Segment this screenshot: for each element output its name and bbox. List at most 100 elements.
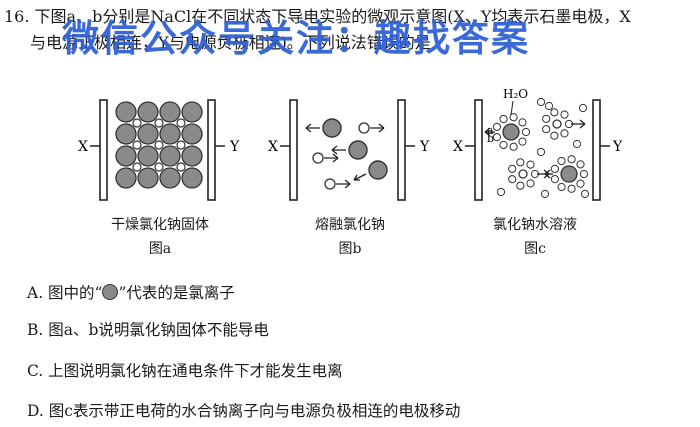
water-molecule — [499, 114, 508, 124]
water-molecule — [578, 103, 588, 113]
water-molecule — [536, 147, 546, 157]
label-x: X — [78, 139, 88, 155]
arrow-left-icon — [544, 169, 553, 179]
chloride-ion — [181, 123, 203, 145]
water-molecule — [540, 189, 550, 199]
sodium-ion — [154, 162, 164, 172]
svg-text:X: X — [268, 139, 278, 155]
figure-c-id: 图c — [524, 241, 546, 257]
crystal-lattice — [115, 101, 203, 189]
chloride-ion — [181, 145, 203, 167]
water-molecule — [560, 110, 569, 119]
sodium-ion — [324, 178, 336, 190]
figure-b-diagram: X Y — [268, 99, 430, 201]
water-molecule — [526, 160, 535, 169]
water-molecule — [576, 179, 585, 188]
figure-c: X Y H₂O a b 氯化钠水溶液 图c — [445, 82, 625, 262]
water-molecule — [518, 118, 527, 127]
water-molecule — [542, 125, 551, 134]
figure-a-diagram: X Y — [78, 99, 240, 201]
arrow-right-icon — [324, 153, 339, 163]
stem-line-1: 16. 下图a、b分别是NaCl在不同状态下导电实验的微观示意图(X、Y均表示石… — [4, 4, 696, 30]
water-label: H₂O — [503, 87, 528, 101]
svg-text:X: X — [453, 139, 463, 155]
water-molecule — [508, 164, 517, 173]
figure-a: X Y 干燥氯化钠固体 图a — [70, 82, 250, 262]
electrode-x — [99, 99, 108, 201]
water-molecule — [516, 181, 525, 190]
figure-c-diagram: X Y H₂O a b — [453, 87, 623, 201]
option-b[interactable]: B. 图a、b说明氯化钠固体不能导电 — [27, 321, 269, 339]
water-molecule — [572, 139, 582, 149]
water-molecule — [560, 129, 569, 138]
water-molecule — [509, 142, 518, 151]
chloride-ion — [348, 140, 368, 160]
water-molecule — [550, 175, 560, 184]
electrode-y — [207, 99, 216, 201]
figure-b-id: 图b — [338, 241, 362, 257]
sodium-ion — [176, 162, 186, 172]
figure-row: X Y 干燥氯化钠固体 图a — [70, 82, 630, 262]
sodium-ion — [132, 140, 142, 150]
arrow-left-icon — [353, 173, 367, 181]
chloride-ion — [115, 101, 137, 123]
figure-a-id: 图a — [148, 241, 172, 257]
gray-circle-icon — [102, 284, 119, 300]
question-stem: 16. 下图a、b分别是NaCl在不同状态下导电实验的微观示意图(X、Y均表示石… — [4, 4, 696, 56]
figure-b-name: 熔融氯化钠 — [315, 217, 385, 233]
figure-b: X Y 熔融氯化钠 图b — [260, 82, 440, 262]
water-molecule — [557, 182, 566, 192]
chloride-ion — [115, 123, 137, 145]
figure-c-name: 氯化钠水溶液 — [493, 217, 577, 233]
water-molecule — [509, 113, 518, 122]
water-molecule — [579, 169, 589, 179]
water-molecule — [557, 156, 566, 166]
arrow-left-icon — [484, 127, 495, 137]
water-molecule — [567, 184, 576, 193]
water-molecule — [526, 179, 535, 188]
chloride-ion — [159, 101, 181, 123]
water-molecule — [576, 160, 585, 169]
chloride-ion — [137, 167, 159, 189]
sodium-ion — [176, 140, 186, 150]
water-molecule — [516, 158, 525, 167]
chloride-ion — [322, 118, 342, 138]
arrow-left-icon — [331, 145, 346, 155]
stem-line-2: 与电源正极相连，Y与电源负极相连)。下列说法错误的是 — [30, 33, 431, 52]
water-molecule — [580, 189, 590, 199]
arrow-right-icon — [336, 179, 351, 189]
arrow-right-icon — [571, 119, 586, 129]
option-c[interactable]: C. 上图说明氯化钠在通电条件下才能发生电离 — [27, 362, 343, 380]
chloride-ion — [181, 167, 203, 189]
chloride-ion — [115, 167, 137, 189]
water-molecule — [550, 108, 559, 117]
sodium-ion — [132, 118, 142, 128]
question-number: 16. — [4, 7, 30, 26]
sodium-ion — [312, 152, 324, 164]
water-molecule — [499, 140, 508, 150]
sodium-ion — [154, 118, 164, 128]
chloride-ion — [137, 145, 159, 167]
hydrated-ions — [484, 97, 590, 199]
water-molecule — [492, 122, 502, 131]
chloride-ion — [368, 160, 388, 180]
sodium-ion — [358, 122, 370, 134]
water-molecule — [544, 101, 554, 111]
water-molecule — [542, 114, 551, 123]
chloride-ion — [181, 101, 203, 123]
water-molecule — [496, 187, 506, 197]
ion-label-b: b — [487, 132, 494, 145]
sodium-ion — [154, 140, 164, 150]
svg-text:Y: Y — [419, 139, 430, 155]
option-d[interactable]: D. 图c表示带正电荷的水合钠离子向与电源负极相连的电极移动 — [27, 402, 461, 420]
sodium-ion — [518, 169, 528, 179]
chloride-ion — [159, 167, 181, 189]
option-a[interactable]: A. 图中的“”代表的是氯离子 — [27, 284, 235, 302]
ion-label-a: a — [487, 124, 494, 137]
stem-text-1: 下图a、b分别是NaCl在不同状态下导电实验的微观示意图(X、Y均表示石墨电极，… — [34, 7, 631, 26]
water-molecule — [536, 97, 546, 107]
arrow-left-icon — [305, 123, 320, 133]
figure-a-name: 干燥氯化钠固体 — [111, 217, 209, 233]
water-molecule — [567, 155, 576, 164]
chloride-ion — [159, 145, 181, 167]
